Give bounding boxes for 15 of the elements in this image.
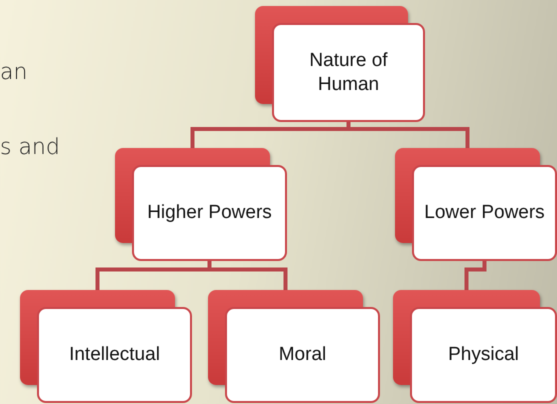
stacked-card	[395, 148, 557, 261]
node-label: Moral	[225, 307, 380, 403]
stacked-card	[20, 290, 192, 403]
stacked-card	[255, 6, 425, 122]
node-label: Lower Powers	[412, 165, 557, 261]
node-label: Intellectual	[37, 307, 192, 403]
node-label: Nature of Human	[272, 23, 425, 122]
node-label: Higher Powers	[132, 165, 287, 261]
node-label: Physical	[410, 307, 557, 403]
text-fragment: an	[0, 60, 28, 85]
stacked-card	[208, 290, 380, 403]
connector-line	[464, 261, 486, 290]
stacked-card	[115, 148, 287, 261]
stacked-card	[393, 290, 557, 403]
text-fragment: s and	[0, 135, 60, 160]
